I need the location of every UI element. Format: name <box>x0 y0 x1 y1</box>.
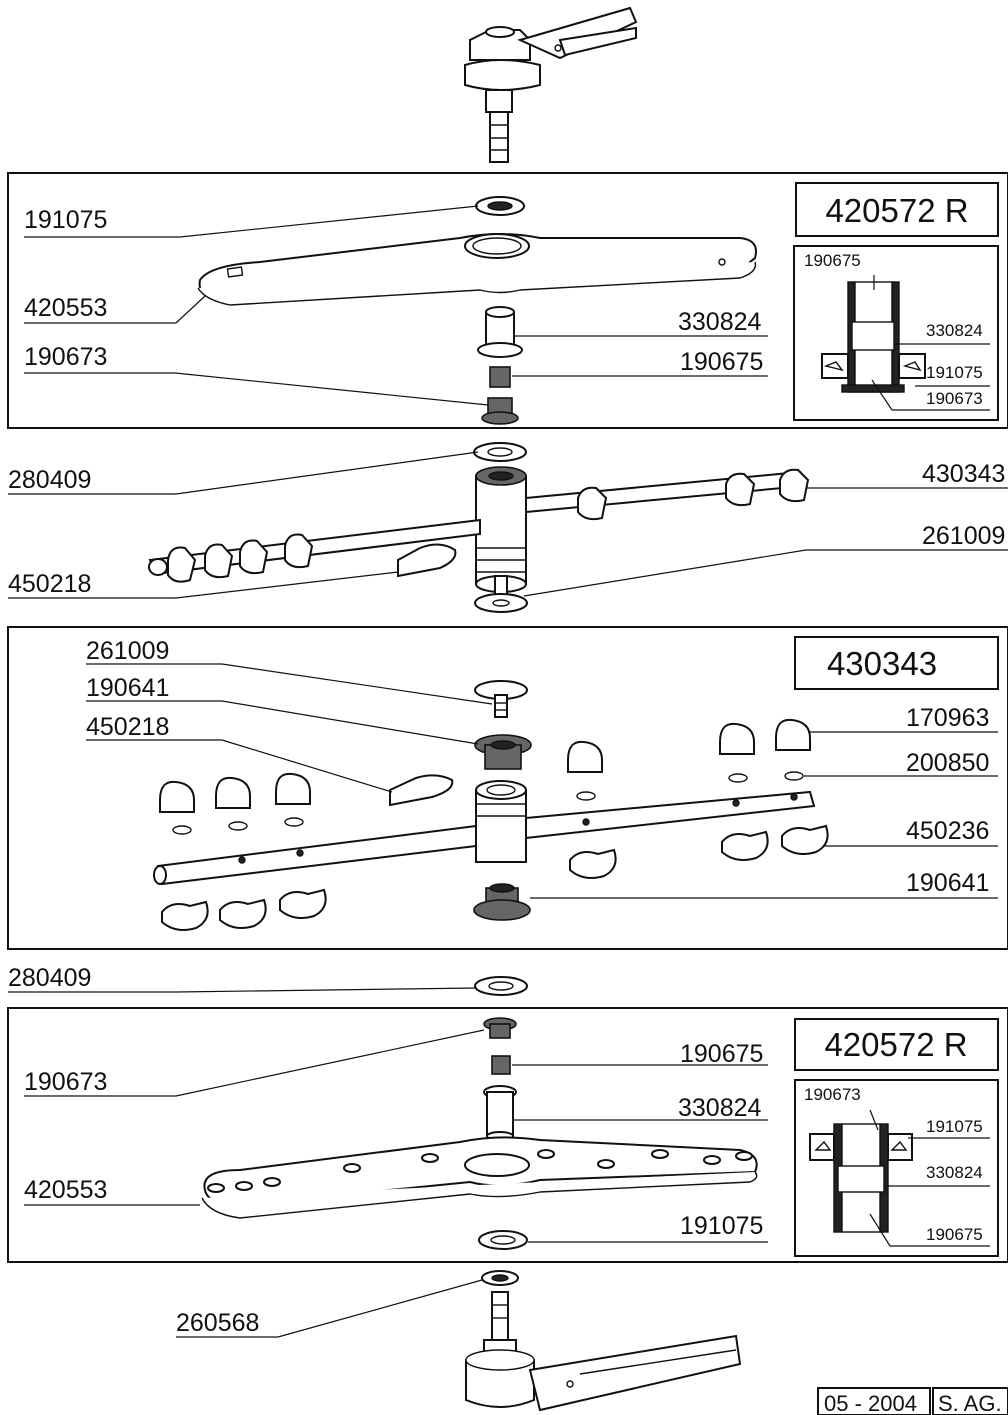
detail-bottom-label-330824: 330824 <box>926 1163 983 1182</box>
label-261009-a: 261009 <box>922 522 1005 550</box>
label-330824-b: 330824 <box>678 1094 762 1122</box>
label-190675: 190675 <box>680 348 763 376</box>
label-450236: 450236 <box>906 817 989 845</box>
label-420553: 420553 <box>24 294 107 322</box>
rod-clips <box>167 468 810 583</box>
bushing-190673 <box>481 397 519 425</box>
detail-box-top: 190675 330824 191075 190673 <box>793 245 999 421</box>
bottom-shaft-assembly: 260568 <box>176 1270 742 1412</box>
label-190673: 190673 <box>24 343 107 371</box>
label-191075-b: 191075 <box>680 1212 763 1240</box>
bushing-190673-b <box>483 1017 517 1039</box>
label-190673-b: 190673 <box>24 1068 107 1096</box>
detail-box-bottom: 190673 191075 330824 190675 <box>794 1079 999 1257</box>
clips-450236 <box>161 824 829 931</box>
detail-top-label-190675: 190675 <box>804 251 861 270</box>
rod-right <box>525 470 806 514</box>
label-190675-b: 190675 <box>680 1040 763 1068</box>
bushing-330824-b <box>483 1085 517 1141</box>
gear-261009 <box>474 575 528 613</box>
hub-center <box>475 780 527 863</box>
title-box-bottom <box>794 1018 999 1071</box>
detail-bottom-label-191075: 191075 <box>926 1117 983 1136</box>
clip-450218 <box>397 543 457 578</box>
label-170963: 170963 <box>906 704 989 732</box>
detail-top-label-191075: 191075 <box>926 363 983 382</box>
footer-date: 05 - 2004 <box>824 1391 917 1415</box>
label-190641-b: 190641 <box>906 869 989 897</box>
footer: 05 - 2004 S. AG. <box>817 1387 1008 1415</box>
label-191075: 191075 <box>24 206 107 234</box>
detail-bottom-label-190673: 190673 <box>804 1085 861 1104</box>
center-rod-right <box>525 790 816 840</box>
caps-170963 <box>159 718 811 813</box>
spray-arm-420553 <box>197 233 757 306</box>
title-box-top-text: 420572 R <box>825 192 968 229</box>
center-rod-left <box>156 824 477 886</box>
spring-190675 <box>489 366 511 388</box>
title-box-center <box>794 636 999 690</box>
title-box-bottom-text: 420572 R <box>824 1026 967 1063</box>
detail-top-label-190673: 190673 <box>926 389 983 408</box>
bottom-frame-section: 190673 420553 190675 330824 191075 42057… <box>7 1007 1008 1263</box>
orings-200850 <box>172 771 804 835</box>
gear-261009-b <box>474 680 528 718</box>
title-box-center-text: 430343 <box>827 645 937 682</box>
label-280409-a: 280409 <box>8 466 91 494</box>
clip-450218-b <box>389 774 454 807</box>
label-420553-b: 420553 <box>24 1176 107 1204</box>
label-190641-a: 190641 <box>86 674 169 702</box>
label-200850: 200850 <box>906 749 989 777</box>
footer-author: S. AG. <box>938 1391 1002 1415</box>
bushing-190641-top <box>474 734 532 770</box>
spring-190675-b <box>491 1055 511 1075</box>
lower-loose: 280409 <box>8 964 528 996</box>
title-box-top <box>795 182 999 237</box>
center-frame-section: 430343 <box>7 626 1008 950</box>
label-330824: 330824 <box>678 308 762 336</box>
label-260568: 260568 <box>176 1309 259 1337</box>
bushing-190641-bottom <box>473 883 531 921</box>
label-261009-b: 261009 <box>86 637 169 665</box>
label-450218-b: 450218 <box>86 713 169 741</box>
top-frame-section: 191075 420553 190673 330824 190675 42057… <box>7 172 1008 429</box>
label-280409-b: 280409 <box>8 964 91 992</box>
label-430343-a: 430343 <box>922 460 1005 488</box>
bushing-330824 <box>477 306 523 358</box>
detail-bottom-label-190675: 190675 <box>926 1225 983 1244</box>
spray-arm-420553-b <box>201 1136 758 1219</box>
label-450218-a: 450218 <box>8 570 91 598</box>
hub-430343 <box>475 466 527 593</box>
top-shaft-assembly <box>464 6 638 163</box>
detail-top-label-330824: 330824 <box>926 321 983 340</box>
middle-loose-assembly: 280409 450218 430343 261009 <box>8 442 1008 613</box>
